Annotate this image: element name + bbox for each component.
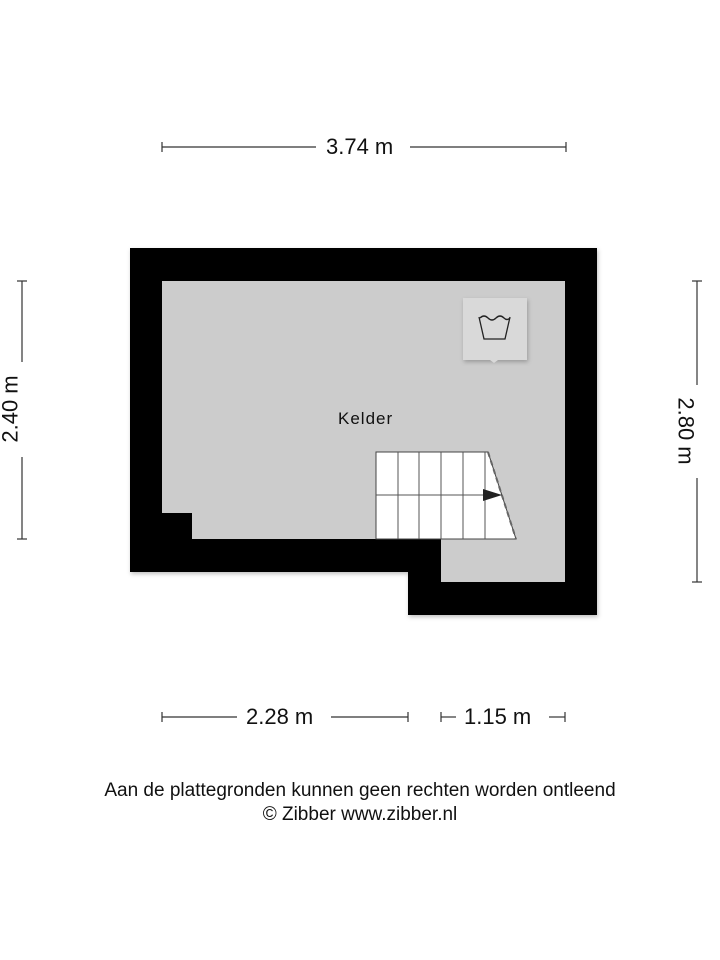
room-label-kelder: Kelder — [338, 409, 394, 428]
dimension-top: 3.74 m — [326, 134, 394, 159]
dimension-line-right — [692, 280, 702, 583]
dimension-line-bottom — [161, 712, 566, 722]
washing-machine-icon — [478, 315, 511, 340]
disclaimer-text: Aan de plattegronden kunnen geen rechten… — [104, 780, 616, 801]
copyright-text: © Zibber www.zibber.nl — [262, 804, 458, 825]
dimension-bottom-right: 1.15 m — [464, 704, 532, 729]
washing-machine — [463, 298, 527, 363]
dimension-right: 2.80 m — [673, 397, 699, 465]
dimension-bottom-left: 2.28 m — [246, 704, 314, 729]
stairs-direction-arrow-icon — [483, 489, 502, 501]
staircase — [375, 451, 517, 540]
dimension-line-left — [17, 280, 27, 540]
dimension-left: 2.40 m — [0, 375, 23, 443]
dimension-line-top — [161, 142, 567, 152]
